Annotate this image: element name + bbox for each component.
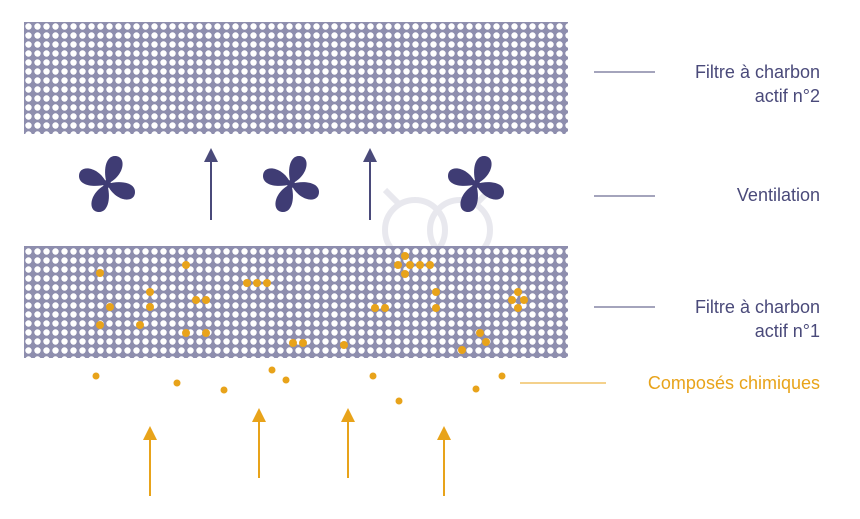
filter-1-label-line2: actif n°1 <box>754 321 820 341</box>
arrow-up-icon <box>252 408 266 478</box>
ventilation-label: Ventilation <box>737 183 820 207</box>
chemicals-label-text: Composés chimiques <box>647 373 820 393</box>
filter-1 <box>24 246 568 358</box>
filter-2 <box>24 22 568 134</box>
filter-1-label-line1: Filtre à charbon <box>694 297 820 317</box>
fan-icon <box>448 156 504 212</box>
fan-icon <box>79 156 135 212</box>
filter-1-label: Filtre à charbon actif n°1 <box>695 295 820 343</box>
filter-2-label-line2: actif n°2 <box>754 86 820 106</box>
arrow-up-icon <box>363 148 377 220</box>
filter-2-label-line1: Filtre à charbon <box>694 62 820 82</box>
filter-2-label: Filtre à charbon actif n°2 <box>695 60 820 108</box>
trapped-particles <box>96 252 528 354</box>
arrow-up-icon <box>437 426 451 496</box>
arrow-up-icon <box>341 408 355 478</box>
fan-icon <box>263 156 319 212</box>
arrow-up-icon <box>143 426 157 496</box>
chemical-particles <box>92 366 506 405</box>
ventilation-label-text: Ventilation <box>736 185 820 205</box>
arrow-up-icon <box>204 148 218 220</box>
chemicals-label: Composés chimiques <box>648 371 820 395</box>
